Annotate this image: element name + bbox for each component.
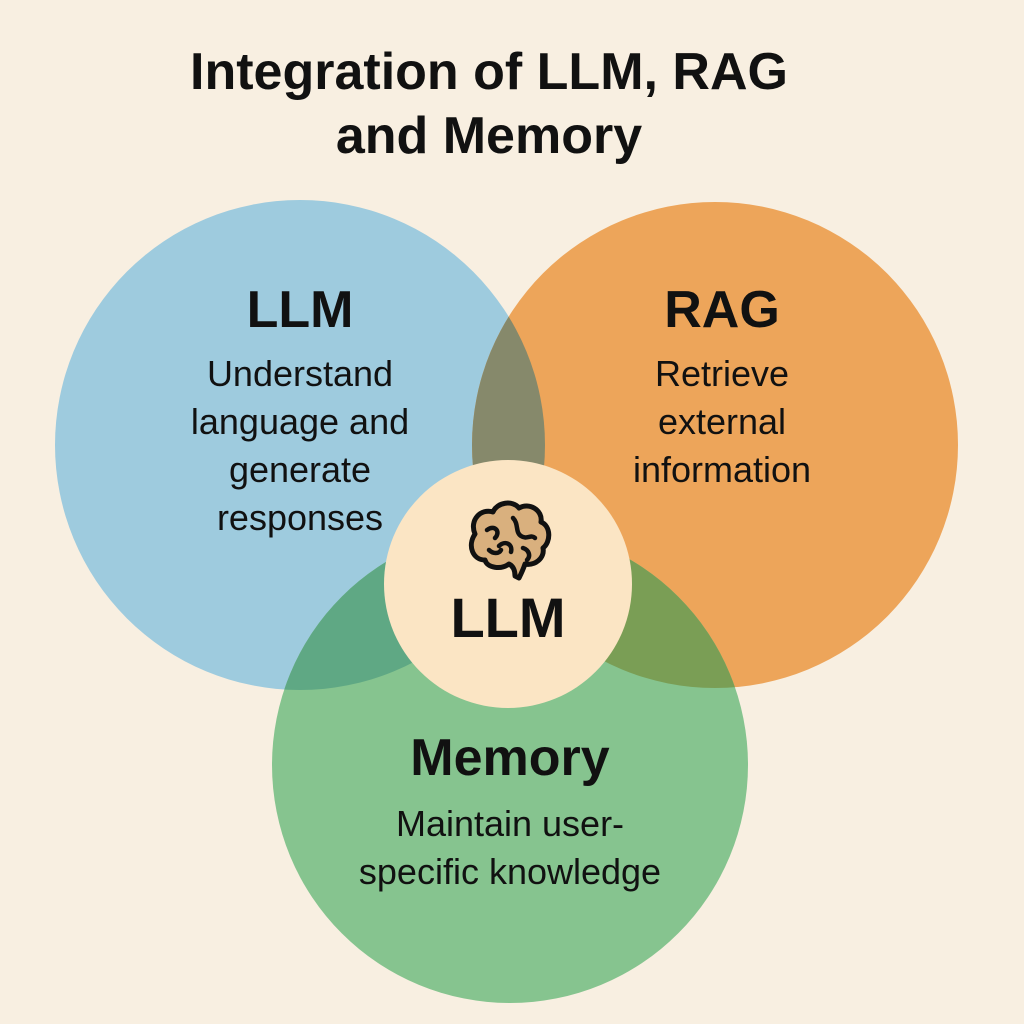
llm-desc-line: Understand	[206, 353, 394, 394]
center-label: LLM	[450, 586, 566, 649]
memory-heading: Memory	[410, 729, 610, 787]
memory-desc-line: Maintain user-	[395, 803, 625, 844]
rag-memory-overlap	[472, 527, 748, 688]
llm-description: Understand language and generate respons…	[150, 350, 450, 542]
memory-desc-line: specific knowledge	[358, 851, 662, 892]
memory-label-group: Memory Maintain user- specific knowledge	[300, 728, 720, 896]
llm-desc-line: language and	[190, 401, 410, 442]
rag-heading: RAG	[664, 281, 780, 339]
title-line-1: Integration of LLM, RAG	[190, 43, 788, 101]
llm-desc-line: responses	[216, 497, 384, 538]
rag-desc-line: external	[657, 401, 787, 442]
diagram-title: Integration of LLM, RAG and Memory	[0, 40, 978, 168]
rag-label-group: RAG Retrieve external information	[582, 280, 862, 494]
title-line-2: and Memory	[335, 107, 643, 165]
memory-description: Maintain user- specific knowledge	[300, 800, 720, 896]
llm-label-group: LLM Understand language and generate res…	[150, 280, 450, 542]
rag-desc-line: information	[632, 449, 812, 490]
llm-memory-overlap	[272, 527, 545, 690]
brain-icon	[468, 500, 552, 581]
llm-heading: LLM	[246, 281, 354, 339]
llm-desc-line: generate	[228, 449, 372, 490]
center-circle	[384, 460, 632, 708]
rag-desc-line: Retrieve	[654, 353, 790, 394]
rag-description: Retrieve external information	[582, 350, 862, 494]
